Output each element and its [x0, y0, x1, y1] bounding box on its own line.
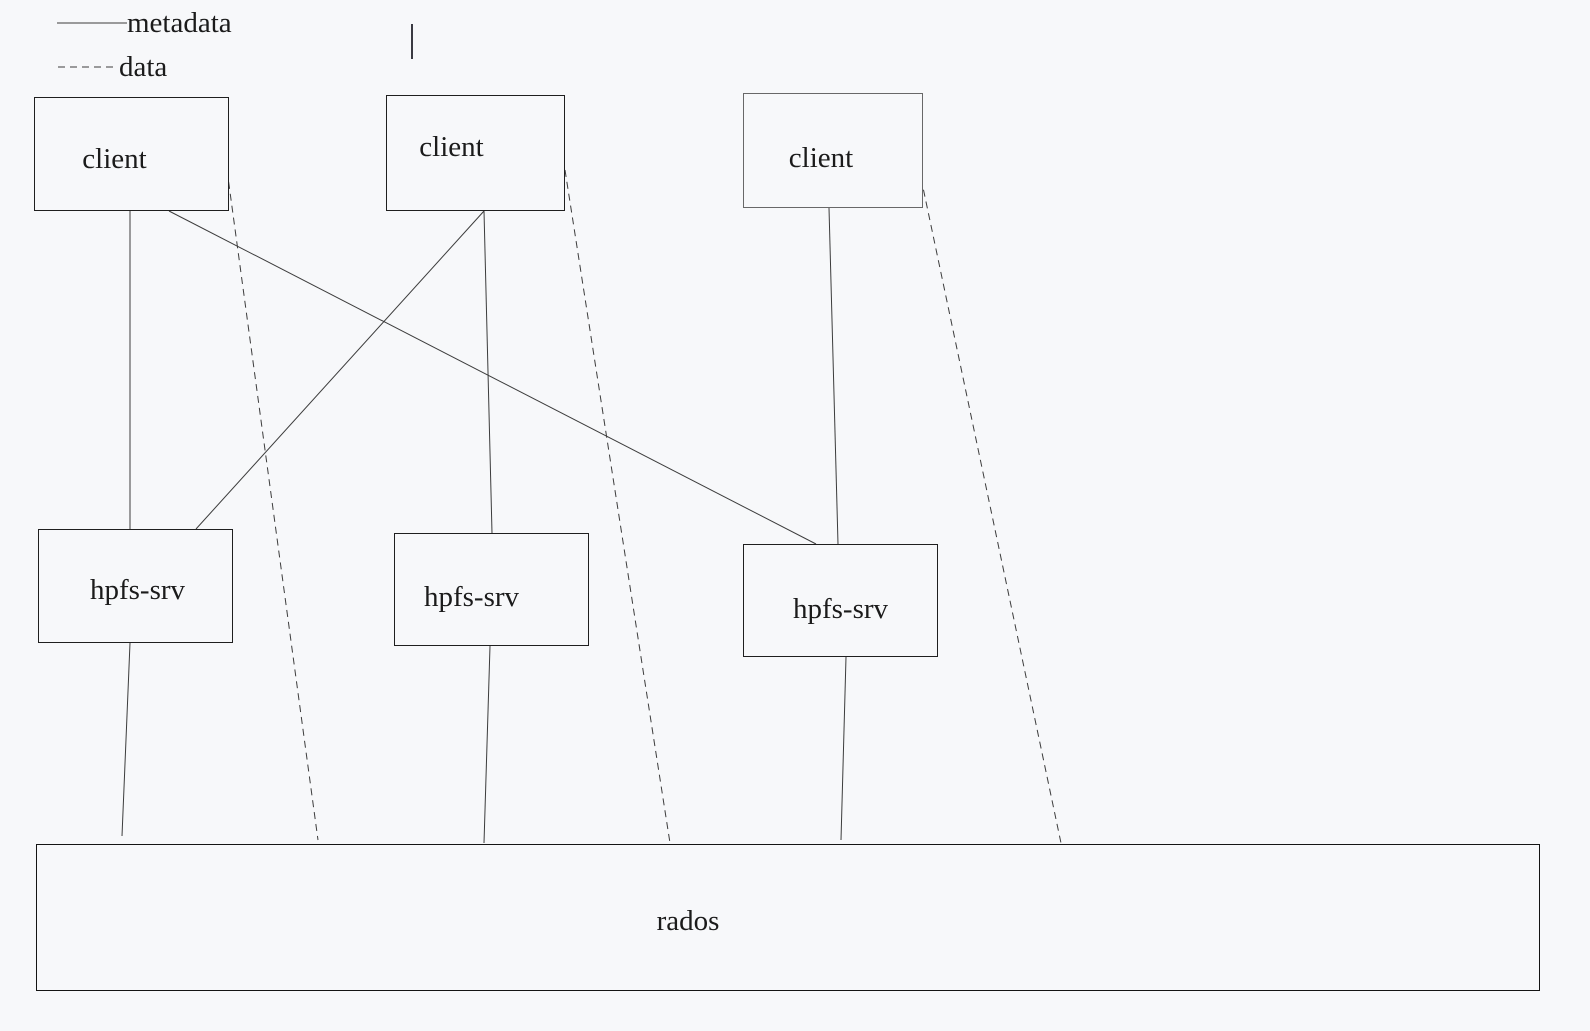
node-rados: rados: [36, 844, 1540, 991]
legend-data-label: data: [119, 51, 168, 83]
edge-client2-server1-metadata-line: [195, 210, 485, 530]
node-rados-label: rados: [656, 904, 720, 937]
node-hpfs-srv-3: hpfs-srv: [743, 544, 938, 657]
node-client-2-label: client: [419, 131, 484, 163]
edge-server2-storage-metadata-line: [483, 645, 491, 844]
node-hpfs-srv-2: hpfs-srv: [394, 533, 589, 646]
edge-client1-storage-data-line: [226, 169, 319, 841]
edge-client1-server3-metadata-line: [168, 210, 817, 545]
node-hpfs-srv-1: hpfs-srv: [38, 529, 233, 643]
edge-client3-storage-data-line: [920, 177, 1062, 844]
node-client-3-label: client: [788, 141, 854, 174]
node-client-1-label: client: [82, 143, 147, 175]
edge-client2-server2-metadata-line: [483, 210, 493, 534]
edge-client2-storage-data-line: [564, 169, 671, 844]
edge-server1-storage-metadata-line: [121, 642, 131, 837]
node-hpfs-srv-2-label: hpfs-srv: [423, 580, 520, 613]
edge-server3-storage-metadata-line: [840, 656, 847, 841]
node-client-3: client: [743, 93, 923, 208]
node-client-2: client: [386, 95, 565, 211]
node-hpfs-srv-1-label: hpfs-srv: [89, 574, 186, 606]
node-hpfs-srv-3-label: hpfs-srv: [792, 592, 889, 625]
node-client-1: client: [34, 97, 229, 211]
edge-client3-server3-metadata-line: [828, 207, 839, 545]
legend-metadata-label: metadata: [127, 7, 232, 39]
